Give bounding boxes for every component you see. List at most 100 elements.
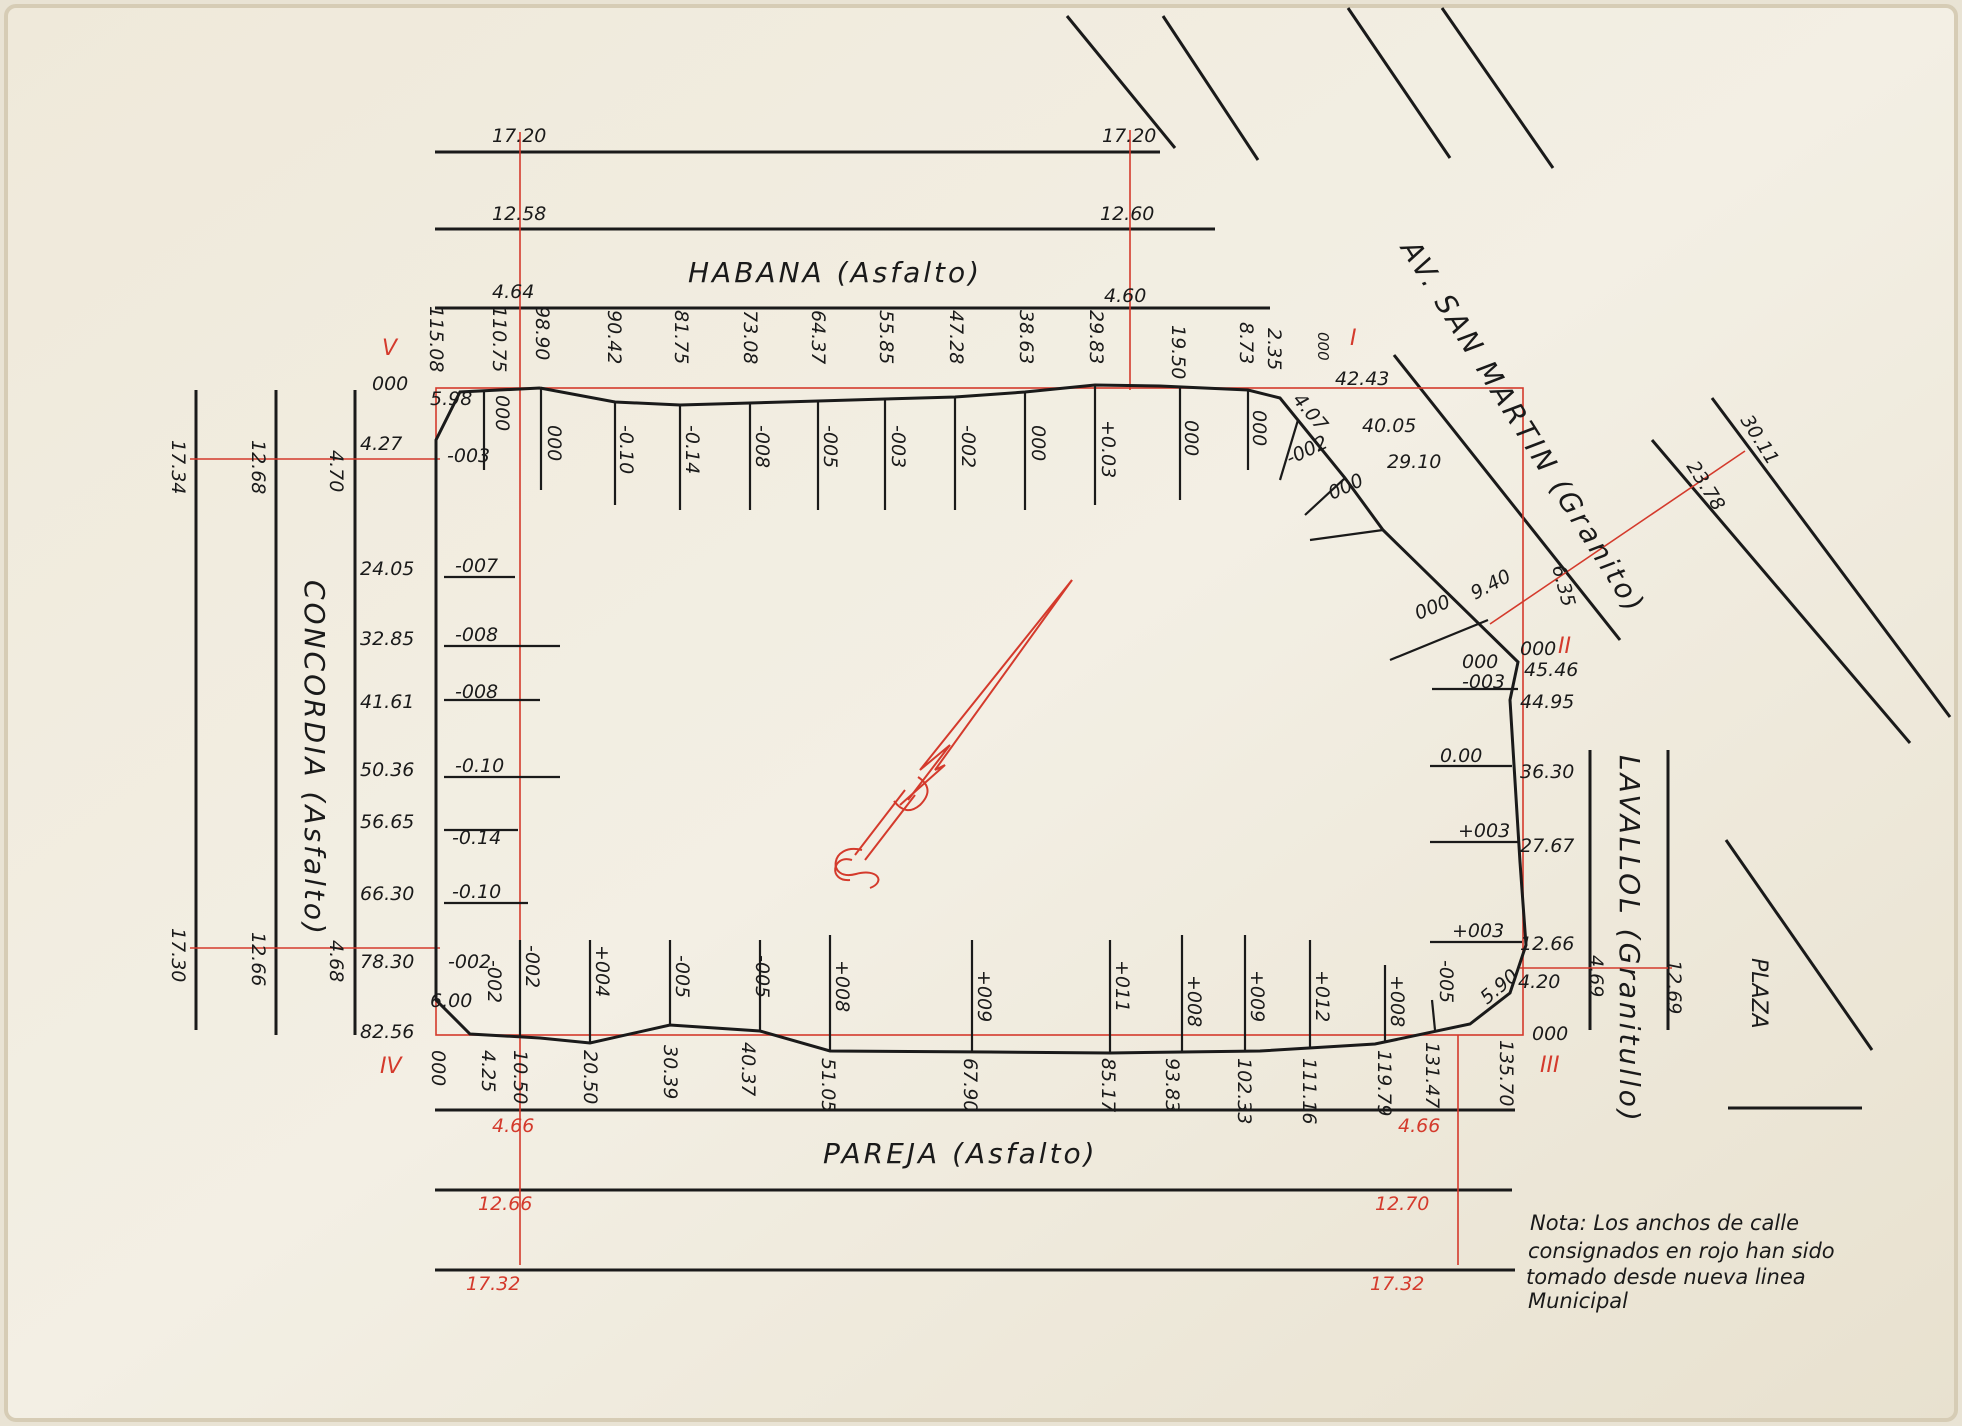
street-name-pareja: PAREJA (Asfalto) bbox=[823, 1137, 1098, 1170]
corner-I-station: 42.43 bbox=[1335, 368, 1389, 390]
left-level: -0.10 bbox=[452, 881, 501, 903]
bottom-station: 131.47 bbox=[1421, 1042, 1443, 1108]
top-level: 000 bbox=[543, 425, 565, 461]
bottom-level: +008 bbox=[1386, 975, 1408, 1027]
left-station: 41.61 bbox=[360, 691, 414, 713]
street-lines bbox=[194, 7, 1952, 1272]
top-station: 81.75 bbox=[670, 310, 692, 364]
top-level: -0.10 bbox=[615, 425, 637, 474]
right-station: 12.66 bbox=[1520, 933, 1574, 955]
note-line: tomado desde nueva linea bbox=[1526, 1265, 1806, 1289]
concordia-width-top: 17.34 bbox=[167, 440, 189, 494]
right-level: +003 bbox=[1452, 920, 1504, 942]
san-martin-width: 000 bbox=[1412, 591, 1454, 625]
top-level: 4.07 bbox=[1288, 389, 1332, 436]
bottom-level: -002 bbox=[483, 960, 505, 1003]
bottom-station: 10.50 bbox=[509, 1050, 531, 1104]
corner-label-IV: IV bbox=[380, 1054, 403, 1079]
bottom-level: +012 bbox=[1311, 970, 1333, 1022]
san-martin-width: 6.35 bbox=[1547, 563, 1579, 610]
top-station: 8.73 bbox=[1235, 322, 1257, 364]
top-level: -002 bbox=[957, 425, 979, 468]
bottom-station: 000 bbox=[427, 1050, 449, 1086]
street-name-concordia: CONCORDIA (Asfalto) bbox=[298, 580, 331, 937]
lavallol-width: 12.69 bbox=[1663, 960, 1685, 1014]
top-station: 55.85 bbox=[875, 310, 897, 364]
level-ticks bbox=[444, 385, 1522, 1053]
concordia-width-bottom: 4.68 bbox=[325, 940, 347, 982]
right-station: 45.46 bbox=[1524, 659, 1578, 681]
street-name-habana: HABANA (Asfalto) bbox=[688, 256, 982, 289]
left-level: -003 bbox=[447, 445, 490, 467]
bottom-station: 67.90 bbox=[959, 1058, 981, 1112]
san-martin-width: 23.78 bbox=[1682, 457, 1729, 515]
right-level: +003 bbox=[1458, 820, 1510, 842]
right-station: 36.30 bbox=[1520, 761, 1574, 783]
top-level: -008 bbox=[751, 425, 773, 468]
bottom-station: 51.05 bbox=[817, 1058, 839, 1112]
bottom-level: +008 bbox=[831, 960, 853, 1012]
top-station: 2.35 bbox=[1263, 328, 1285, 370]
pareja-width-right: 17.32 bbox=[1370, 1273, 1424, 1295]
bottom-level: -005 bbox=[1435, 960, 1457, 1003]
left-level: -007 bbox=[455, 555, 498, 577]
bottom-station: 85.17 bbox=[1097, 1058, 1119, 1112]
corner-I-station: 29.10 bbox=[1387, 451, 1441, 473]
top-station: 110.75 bbox=[488, 306, 510, 372]
right-station: 44.95 bbox=[1520, 691, 1574, 713]
bottom-level: -005 bbox=[671, 955, 693, 998]
right-level: -003 bbox=[1462, 671, 1505, 693]
left-level: -008 bbox=[455, 681, 498, 703]
habana-width-left: 12.58 bbox=[492, 203, 546, 225]
corner-I-station: 40.05 bbox=[1362, 415, 1416, 437]
top-station: 29.83 bbox=[1085, 310, 1107, 364]
habana-width-right: 4.60 bbox=[1104, 285, 1146, 307]
corner-label-II: II bbox=[1558, 634, 1571, 659]
note-line: consignados en rojo han sido bbox=[1528, 1239, 1835, 1263]
right-level: 0.00 bbox=[1440, 745, 1482, 767]
right-level: 000 bbox=[1462, 651, 1498, 673]
top-station: 47.28 bbox=[945, 310, 967, 364]
pareja-width-left: 17.32 bbox=[466, 1273, 520, 1295]
san-martin-width: 9.40 bbox=[1467, 565, 1515, 604]
bottom-station: 30.39 bbox=[659, 1045, 681, 1099]
corner-I-zero: 000 bbox=[1314, 332, 1332, 361]
bottom-station: 111.16 bbox=[1298, 1058, 1320, 1124]
right-station: 000 bbox=[1532, 1023, 1568, 1045]
bottom-station: 40.37 bbox=[737, 1042, 759, 1096]
concordia-width-bottom: 17.30 bbox=[167, 928, 189, 982]
bottom-level: +004 bbox=[591, 945, 613, 997]
top-level: 000 bbox=[1248, 410, 1270, 446]
top-station: 19.50 bbox=[1167, 325, 1189, 379]
left-station: 82.56 bbox=[360, 1021, 414, 1043]
street-name-plaza: PLAZA bbox=[1746, 958, 1771, 1029]
bottom-level: 5.90 bbox=[1476, 965, 1523, 1009]
bottom-level: -005 bbox=[751, 955, 773, 998]
top-station: 38.63 bbox=[1015, 310, 1037, 364]
left-level: 6.00 bbox=[430, 990, 472, 1012]
left-station: 24.05 bbox=[360, 558, 414, 580]
bottom-station: 20.50 bbox=[579, 1050, 601, 1104]
top-level: -005 bbox=[819, 425, 841, 468]
bottom-level: -002 bbox=[521, 945, 543, 988]
top-level: -003 bbox=[887, 425, 909, 468]
san-martin-width: 30.11 bbox=[1736, 411, 1783, 469]
corner-I-level: 000 bbox=[1325, 469, 1367, 504]
corner-I-level: -002 bbox=[1283, 431, 1331, 469]
bottom-level: +008 bbox=[1183, 975, 1205, 1027]
pareja-width-left: 12.66 bbox=[478, 1193, 532, 1215]
note-line: Nota: Los anchos de calle bbox=[1530, 1211, 1799, 1235]
block-outline bbox=[434, 383, 1528, 1055]
left-station: 78.30 bbox=[360, 951, 414, 973]
bottom-station: 119.79 bbox=[1373, 1050, 1395, 1116]
left-level: -002 bbox=[448, 951, 491, 973]
habana-width-right: 12.60 bbox=[1100, 203, 1154, 225]
left-level: -0.10 bbox=[455, 755, 504, 777]
note-line: Municipal bbox=[1528, 1289, 1628, 1313]
pareja-width-left: 4.66 bbox=[492, 1115, 534, 1137]
concordia-width-top: 4.70 bbox=[325, 450, 347, 492]
street-name-san-martin: AV. SAN MARTIN (Granito) bbox=[1393, 233, 1652, 620]
pareja-width-right: 12.70 bbox=[1375, 1193, 1429, 1215]
